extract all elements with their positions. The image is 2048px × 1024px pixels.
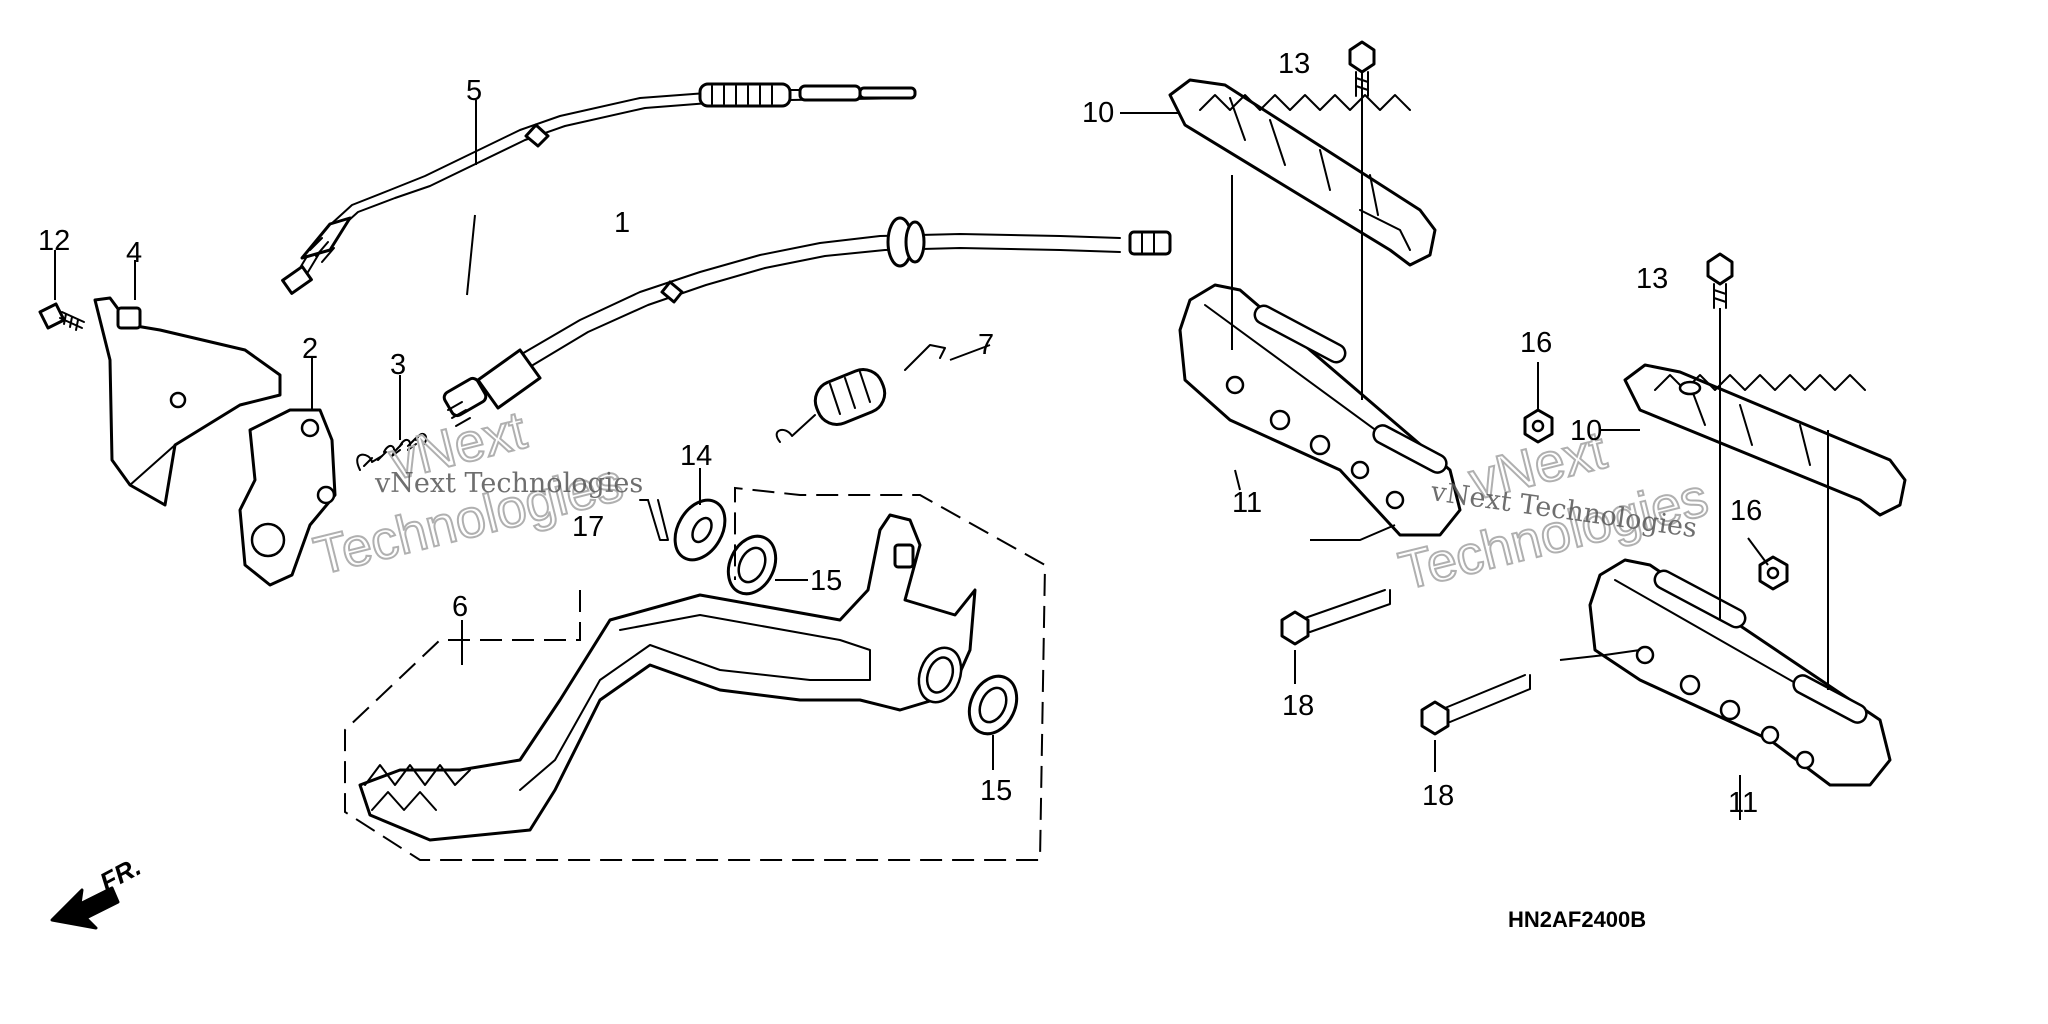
callout-16-upper: 16 — [1520, 327, 1552, 359]
callout-6: 6 — [452, 591, 468, 623]
callout-15-upper: 15 — [810, 565, 842, 597]
diagram-code: HN2AF2400B — [1508, 907, 1646, 932]
part-7-spring — [775, 344, 946, 443]
part-18-bolt-lower — [1420, 674, 1531, 736]
part-16-nut-upper — [1523, 408, 1554, 444]
callout-18-lower: 18 — [1422, 780, 1454, 812]
callout-17: 17 — [572, 511, 604, 543]
callout-12: 12 — [38, 225, 70, 257]
part-6-brake-pedal — [344, 486, 1047, 861]
part-5-cable — [281, 82, 917, 295]
callout-18-upper: 18 — [1282, 690, 1314, 722]
callout-10-upper: 10 — [1082, 97, 1114, 129]
part-10-footpeg-upper — [1168, 78, 1437, 267]
part-15-bushing-lower — [967, 674, 1019, 736]
callout-11-upper: 11 — [1232, 487, 1262, 519]
part-11-bracket-lower — [1588, 558, 1892, 787]
part-18-bolt-upper — [1280, 589, 1391, 646]
callout-1: 1 — [614, 207, 630, 239]
part-17-pin — [639, 499, 669, 541]
callout-11-lower: 11 — [1728, 787, 1758, 819]
callout-13-upper: 13 — [1278, 48, 1310, 80]
svg-text:vNext Technologies: vNext Technologies — [374, 468, 643, 499]
callout-15-lower: 15 — [980, 775, 1012, 807]
callout-5: 5 — [466, 75, 482, 107]
callout-14: 14 — [680, 440, 712, 472]
part-15-bushing-upper — [726, 534, 778, 596]
callout-10-lower: 10 — [1570, 415, 1602, 447]
part-14-washer — [673, 498, 727, 562]
part-12-bolt — [38, 302, 85, 331]
leader-lines — [54, 72, 1829, 820]
part-10-footpeg-lower — [1623, 363, 1907, 517]
part-11-bracket-upper — [1178, 283, 1462, 537]
callout-7: 7 — [978, 329, 994, 361]
svg-text:FR.: FR. — [95, 851, 146, 897]
callout-16-lower: 16 — [1730, 495, 1762, 527]
part-13-bolt-upper — [1348, 40, 1376, 97]
callout-4: 4 — [126, 237, 142, 269]
part-1-cable — [442, 216, 1172, 427]
front-arrow-icon: FR. — [50, 851, 146, 930]
callout-2: 2 — [302, 333, 318, 365]
watermark-left: vNext Technologies vNext Technologies — [307, 399, 643, 588]
part-16-nut-lower — [1758, 555, 1789, 591]
callout-13-lower: 13 — [1636, 263, 1668, 295]
part-4-bracket — [93, 296, 282, 507]
part-13-bolt-lower — [1706, 252, 1734, 309]
callout-3: 3 — [390, 349, 406, 381]
part-2-plate — [238, 408, 337, 587]
part-3-spring — [356, 432, 428, 471]
